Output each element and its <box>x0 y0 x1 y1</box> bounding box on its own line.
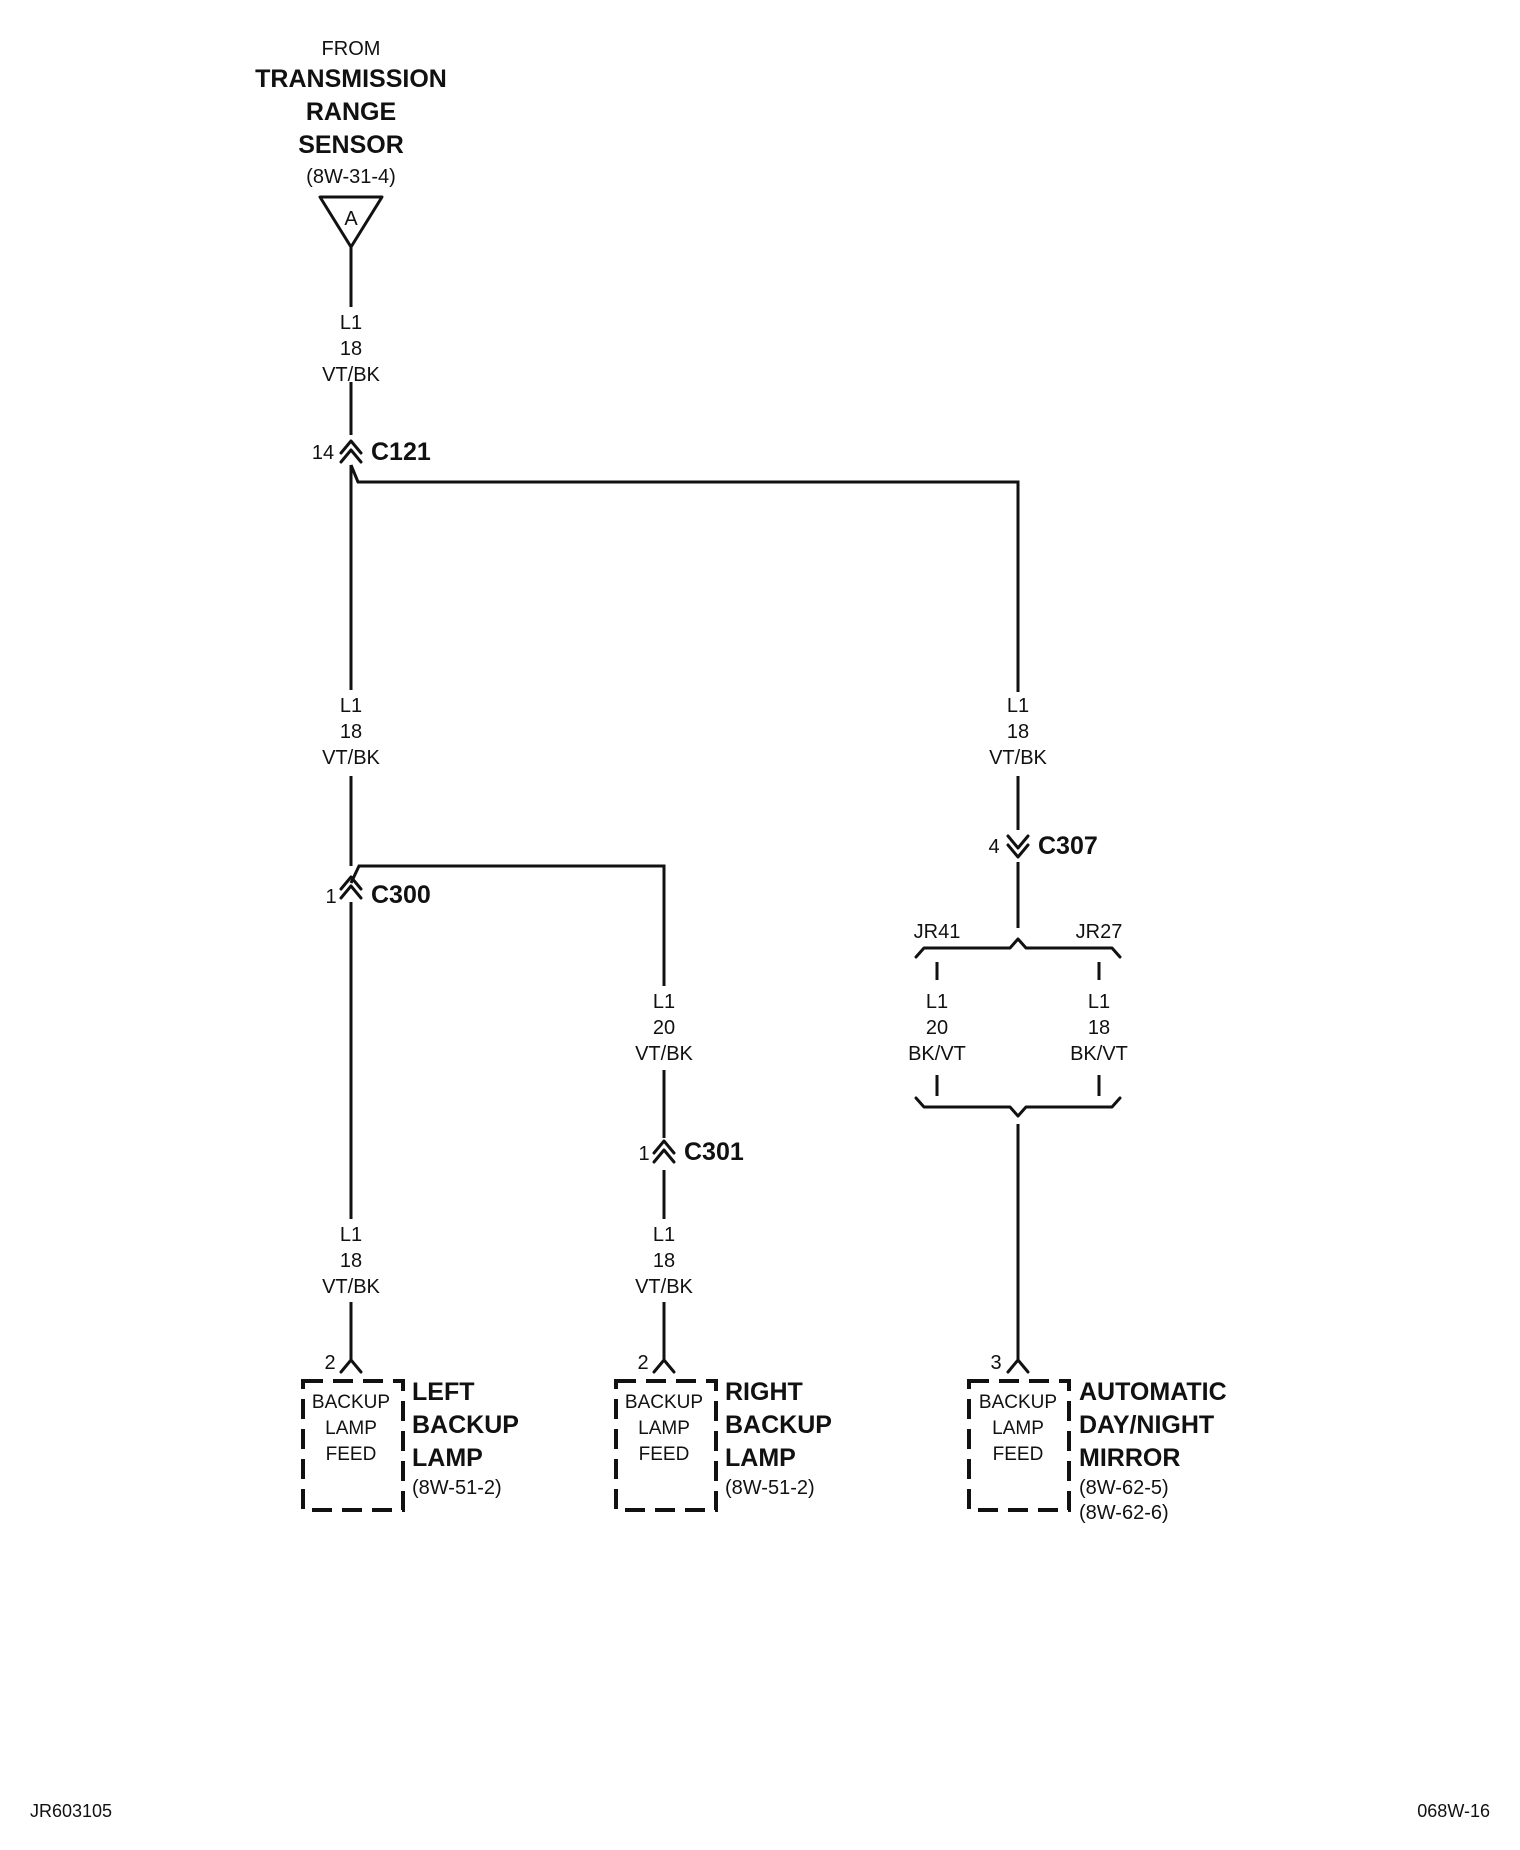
svg-text:2: 2 <box>637 1352 648 1374</box>
svg-text:BACKUP: BACKUP <box>625 1392 703 1413</box>
connector-c300: 1 C300 <box>325 875 431 909</box>
footer-right-code: 068W-16 <box>1417 1801 1490 1821</box>
left-backup-lamp: BACKUP LAMP FEED LEFT BACKUP LAMP (8W-51… <box>301 1378 519 1512</box>
svg-text:2: 2 <box>324 1352 335 1374</box>
svg-text:(8W-51-2): (8W-51-2) <box>725 1477 815 1499</box>
splice-bottom <box>914 1075 1122 1118</box>
right-lamp-pin: 2 <box>637 1352 676 1374</box>
connector-c301: 1 C301 <box>638 1138 743 1166</box>
svg-text:BACKUP: BACKUP <box>412 1411 519 1439</box>
automatic-day-night-mirror: BACKUP LAMP FEED AUTOMATIC DAY/NIGHT MIR… <box>967 1378 1227 1524</box>
svg-text:LEFT: LEFT <box>412 1378 475 1406</box>
svg-text:L1: L1 <box>653 1224 675 1246</box>
svg-text:(8W-62-5): (8W-62-5) <box>1079 1477 1169 1499</box>
mirror-pin: 3 <box>990 1352 1030 1374</box>
wire-label-5: L1 20 VT/BK <box>635 991 693 1065</box>
wire-segments <box>349 247 1020 1360</box>
splice-top: JR41 JR27 <box>914 921 1123 980</box>
svg-text:BK/VT: BK/VT <box>1070 1043 1128 1065</box>
svg-text:LAMP: LAMP <box>638 1418 690 1439</box>
svg-text:BK/VT: BK/VT <box>908 1043 966 1065</box>
connector-c121: 14 C121 <box>312 438 431 466</box>
svg-text:LAMP: LAMP <box>325 1418 377 1439</box>
source-title-line-1: TRANSMISSION <box>255 65 447 93</box>
svg-text:L1: L1 <box>340 1224 362 1246</box>
svg-text:20: 20 <box>926 1017 948 1039</box>
source-label: FROM TRANSMISSION RANGE SENSOR (8W-31-4) <box>255 38 447 188</box>
svg-text:BACKUP: BACKUP <box>725 1411 832 1439</box>
source-title-line-2: RANGE <box>306 98 396 126</box>
connector-c307-name: C307 <box>1038 832 1098 860</box>
svg-text:LAMP: LAMP <box>412 1444 483 1472</box>
svg-text:LAMP: LAMP <box>725 1444 796 1472</box>
svg-text:(8W-51-2): (8W-51-2) <box>412 1477 502 1499</box>
svg-text:BACKUP: BACKUP <box>312 1392 390 1413</box>
connector-c121-name: C121 <box>371 438 431 466</box>
wire-branch-to-right-lamp <box>349 864 666 986</box>
svg-text:VT/BK: VT/BK <box>322 747 380 769</box>
wire-label-1: L1 18 VT/BK <box>322 312 380 386</box>
connector-c307: 4 C307 <box>988 832 1097 860</box>
wire-label-4: L1 18 VT/BK <box>322 1224 380 1298</box>
svg-text:L1: L1 <box>340 695 362 717</box>
svg-text:LAMP: LAMP <box>992 1418 1044 1439</box>
svg-text:L1: L1 <box>926 991 948 1013</box>
source-connector-letter: A <box>344 208 358 230</box>
footer-left-code: JR603105 <box>30 1801 112 1821</box>
svg-text:18: 18 <box>340 721 362 743</box>
svg-text:FEED: FEED <box>639 1444 690 1465</box>
svg-text:L1: L1 <box>1007 695 1029 717</box>
connector-c301-name: C301 <box>684 1138 744 1166</box>
wire-label-8: L1 18 BK/VT <box>1070 991 1128 1065</box>
svg-text:FEED: FEED <box>326 1444 377 1465</box>
connector-c307-pin: 4 <box>988 836 999 858</box>
svg-text:VT/BK: VT/BK <box>322 1276 380 1298</box>
svg-text:3: 3 <box>990 1352 1001 1374</box>
svg-text:18: 18 <box>340 338 362 360</box>
svg-text:L1: L1 <box>653 991 675 1013</box>
svg-text:VT/BK: VT/BK <box>322 364 380 386</box>
connector-c301-pin: 1 <box>638 1143 649 1165</box>
svg-text:VT/BK: VT/BK <box>635 1043 693 1065</box>
svg-text:(8W-62-6): (8W-62-6) <box>1079 1502 1169 1524</box>
svg-text:VT/BK: VT/BK <box>635 1276 693 1298</box>
svg-text:BACKUP: BACKUP <box>979 1392 1057 1413</box>
svg-text:RIGHT: RIGHT <box>725 1378 803 1406</box>
wire-label-3: L1 18 VT/BK <box>989 695 1047 769</box>
svg-text:L1: L1 <box>1088 991 1110 1013</box>
svg-text:DAY/NIGHT: DAY/NIGHT <box>1079 1411 1214 1439</box>
svg-text:AUTOMATIC: AUTOMATIC <box>1079 1378 1227 1406</box>
connector-c121-pin: 14 <box>312 442 334 464</box>
source-title-line-3: SENSOR <box>298 131 404 159</box>
svg-text:18: 18 <box>340 1250 362 1272</box>
wire-branch-to-mirror <box>349 464 1020 692</box>
svg-text:VT/BK: VT/BK <box>989 747 1047 769</box>
source-connector-triangle: A <box>318 195 384 249</box>
right-backup-lamp: BACKUP LAMP FEED RIGHT BACKUP LAMP (8W-5… <box>614 1378 832 1512</box>
left-lamp-pin: 2 <box>324 1352 363 1374</box>
splice-left-label: JR41 <box>914 921 961 943</box>
wire-label-6: L1 18 VT/BK <box>635 1224 693 1298</box>
connector-c300-name: C300 <box>371 881 431 909</box>
splice-right-label: JR27 <box>1076 921 1123 943</box>
svg-text:18: 18 <box>1088 1017 1110 1039</box>
source-from: FROM <box>322 38 381 60</box>
connector-c300-pin: 1 <box>325 886 336 908</box>
wire-label-7: L1 20 BK/VT <box>908 991 966 1065</box>
svg-text:18: 18 <box>1007 721 1029 743</box>
svg-text:20: 20 <box>653 1017 675 1039</box>
wire-label-2: L1 18 VT/BK <box>322 695 380 769</box>
svg-text:18: 18 <box>653 1250 675 1272</box>
svg-text:L1: L1 <box>340 312 362 334</box>
source-ref: (8W-31-4) <box>306 166 396 188</box>
svg-text:FEED: FEED <box>993 1444 1044 1465</box>
svg-text:MIRROR: MIRROR <box>1079 1444 1180 1472</box>
